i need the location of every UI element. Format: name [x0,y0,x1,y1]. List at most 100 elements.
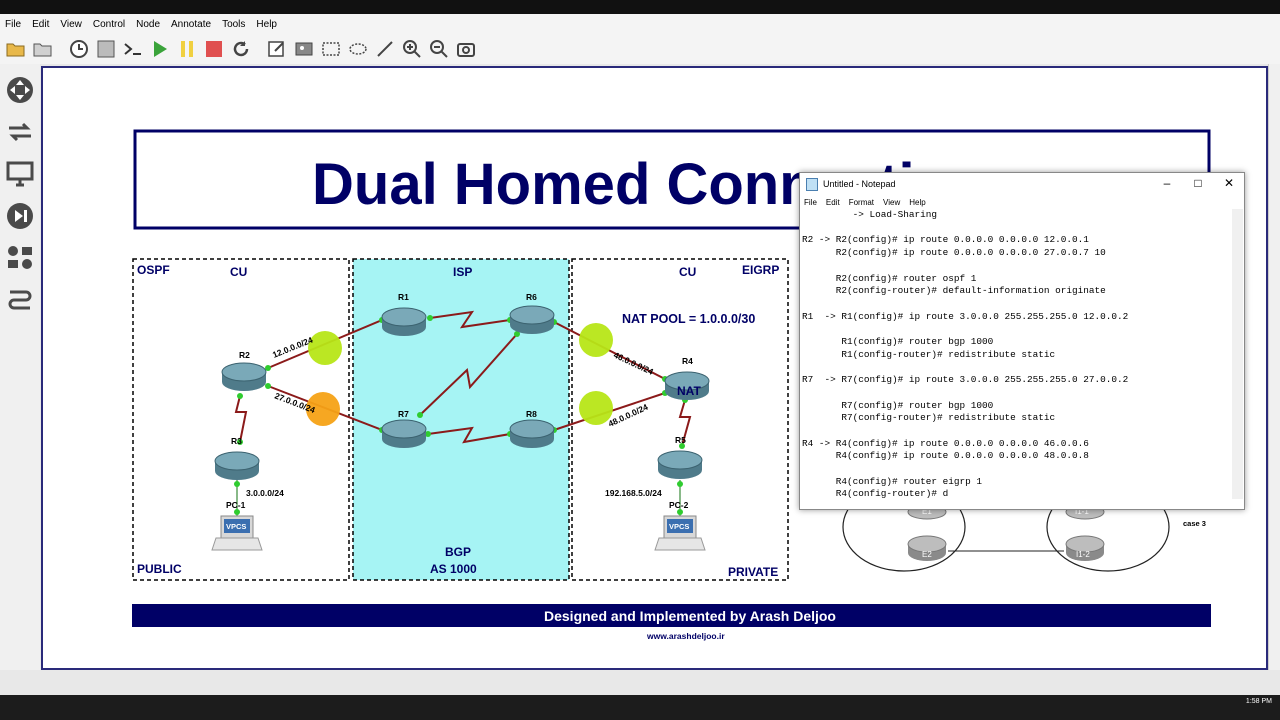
line-icon[interactable] [374,38,396,60]
highlight-circle [579,391,613,425]
toolbar [0,34,1280,64]
menu-annotate[interactable]: Annotate [171,18,212,30]
text-line: R1(config)# router bgp 1000 [802,336,994,348]
notepad-menu-help[interactable]: Help [909,197,926,207]
topology-canvas[interactable]: Dual Homed Connection OSPF CU PUBLIC ISP… [41,66,1268,670]
node-label-i12: I1-2 [1076,550,1090,559]
text-line: ​ [802,323,1232,336]
clock-icon[interactable] [68,38,90,60]
footer-text: Designed and Implemented by Arash Deljoo [544,608,836,624]
link-label: 3.0.0.0/24 [246,488,284,498]
left-site-label: CU [230,265,247,279]
zoom-in-icon[interactable] [401,38,423,60]
text-line: R7 -> R7(config)# ip route 3.0.0.0 255.2… [802,374,1129,386]
all-devices-icon[interactable] [4,242,36,274]
menu-node[interactable]: Node [136,18,161,30]
pc-icon[interactable]: VPCS [654,515,706,551]
router-icon[interactable] [657,450,703,479]
pc-icon[interactable]: VPCS [211,515,263,551]
router-icon[interactable] [509,305,555,334]
bgp-label: BGP [445,545,471,559]
case-label: case 3 [1183,519,1206,528]
node-label-r4: R4 [682,356,693,366]
menu-control[interactable]: Control [92,18,126,30]
snapshot-icon[interactable] [95,38,117,60]
vpcs-label: VPCS [669,522,689,531]
link-r1-r6[interactable] [429,310,511,329]
close-icon[interactable]: ✕ [1223,176,1235,190]
menu-help[interactable]: Help [256,18,277,30]
node-label-pc2: PC-2 [669,500,689,510]
taskbar-clock: 1:58 PM [1245,698,1272,705]
link-label: 192.168.5.0/24 [605,488,662,498]
ospf-zone [132,258,350,581]
router-icon[interactable] [381,419,427,448]
text-line: R1(config-router)# redistribute static [802,348,1056,360]
text-line: R2(config)# router ospf 1 [802,272,977,284]
right-site-label: CU [679,265,696,279]
notepad-menu-file[interactable]: File [804,197,817,207]
menu-view[interactable]: View [60,18,82,30]
notepad-menu-format[interactable]: Format [848,197,875,207]
ellipse-icon[interactable] [347,38,369,60]
nat-label: NAT [677,384,701,398]
node-label-e2: E2 [922,550,932,559]
router-icon[interactable] [381,307,427,336]
menu-tools[interactable]: Tools [222,18,246,30]
router-icon[interactable] [509,419,555,448]
eigrp-zone [571,258,789,581]
screenshot-icon[interactable] [455,38,477,60]
link-r4-r5[interactable] [678,399,692,447]
reload-icon[interactable] [230,38,252,60]
notepad-menu-edit[interactable]: Edit [825,197,840,207]
minimize-icon[interactable]: – [1163,176,1171,190]
link-r7-r8[interactable] [427,426,511,444]
add-link-icon[interactable] [4,284,36,316]
folder-icon[interactable] [32,38,54,60]
text-line: ​ [802,463,1232,476]
zoom-out-icon[interactable] [428,38,450,60]
taskbar: 1:58 PM [0,695,1280,720]
router-icon[interactable] [907,535,947,561]
menu-file[interactable]: File [5,18,22,30]
security-device-icon[interactable] [4,200,36,232]
window-titlebar [0,0,1280,14]
node-label-pc1: PC-1 [226,500,246,510]
router-icon[interactable] [664,371,710,400]
node-label-r5: R5 [675,435,686,445]
highlight-circle [308,331,342,365]
switch-icon[interactable] [4,116,36,148]
router-icon[interactable] [221,362,267,391]
pause-icon[interactable] [176,38,198,60]
link-r7-r6[interactable] [419,333,518,416]
console-icon[interactable] [122,38,144,60]
open-folder-icon[interactable] [5,38,27,60]
router-icon[interactable] [214,451,260,480]
maximize-icon[interactable]: □ [1194,176,1202,190]
text-line: ​ [802,298,1232,311]
edit-note-icon[interactable] [266,38,288,60]
link-r2-r3[interactable] [234,395,248,443]
start-icon[interactable] [149,38,171,60]
notepad-scrollbar[interactable] [1232,209,1243,499]
stop-icon[interactable] [203,38,225,60]
device-sidebar [0,64,40,670]
node-label-r3: R3 [231,436,242,446]
website-text: www.arashdeljoo.ir [646,631,725,641]
text-line: R2 -> R2(config)# ip route 0.0.0.0 0.0.0… [802,234,1089,246]
rectangle-icon[interactable] [320,38,342,60]
notepad-menu: File Edit Format View Help [800,195,1244,209]
link-r6-r4[interactable] [553,321,666,380]
notepad-menu-view[interactable]: View [883,197,901,207]
image-icon[interactable] [293,38,315,60]
text-line: R7(config)# router bgp 1000 [802,399,994,411]
notepad-titlebar: Untitled - Notepad [800,173,1244,195]
menu-edit[interactable]: Edit [32,18,50,30]
vertical-scrollbar[interactable] [1268,64,1280,670]
notepad-text-area[interactable]: -> Load-Sharing​R2 -> R2(config)# ip rou… [802,209,1232,499]
text-line: ​ [802,425,1232,438]
end-device-icon[interactable] [4,158,36,190]
node-label-e1: E1 [922,507,932,516]
move-arrows-icon[interactable] [4,74,36,106]
router-icon[interactable] [1065,535,1105,561]
